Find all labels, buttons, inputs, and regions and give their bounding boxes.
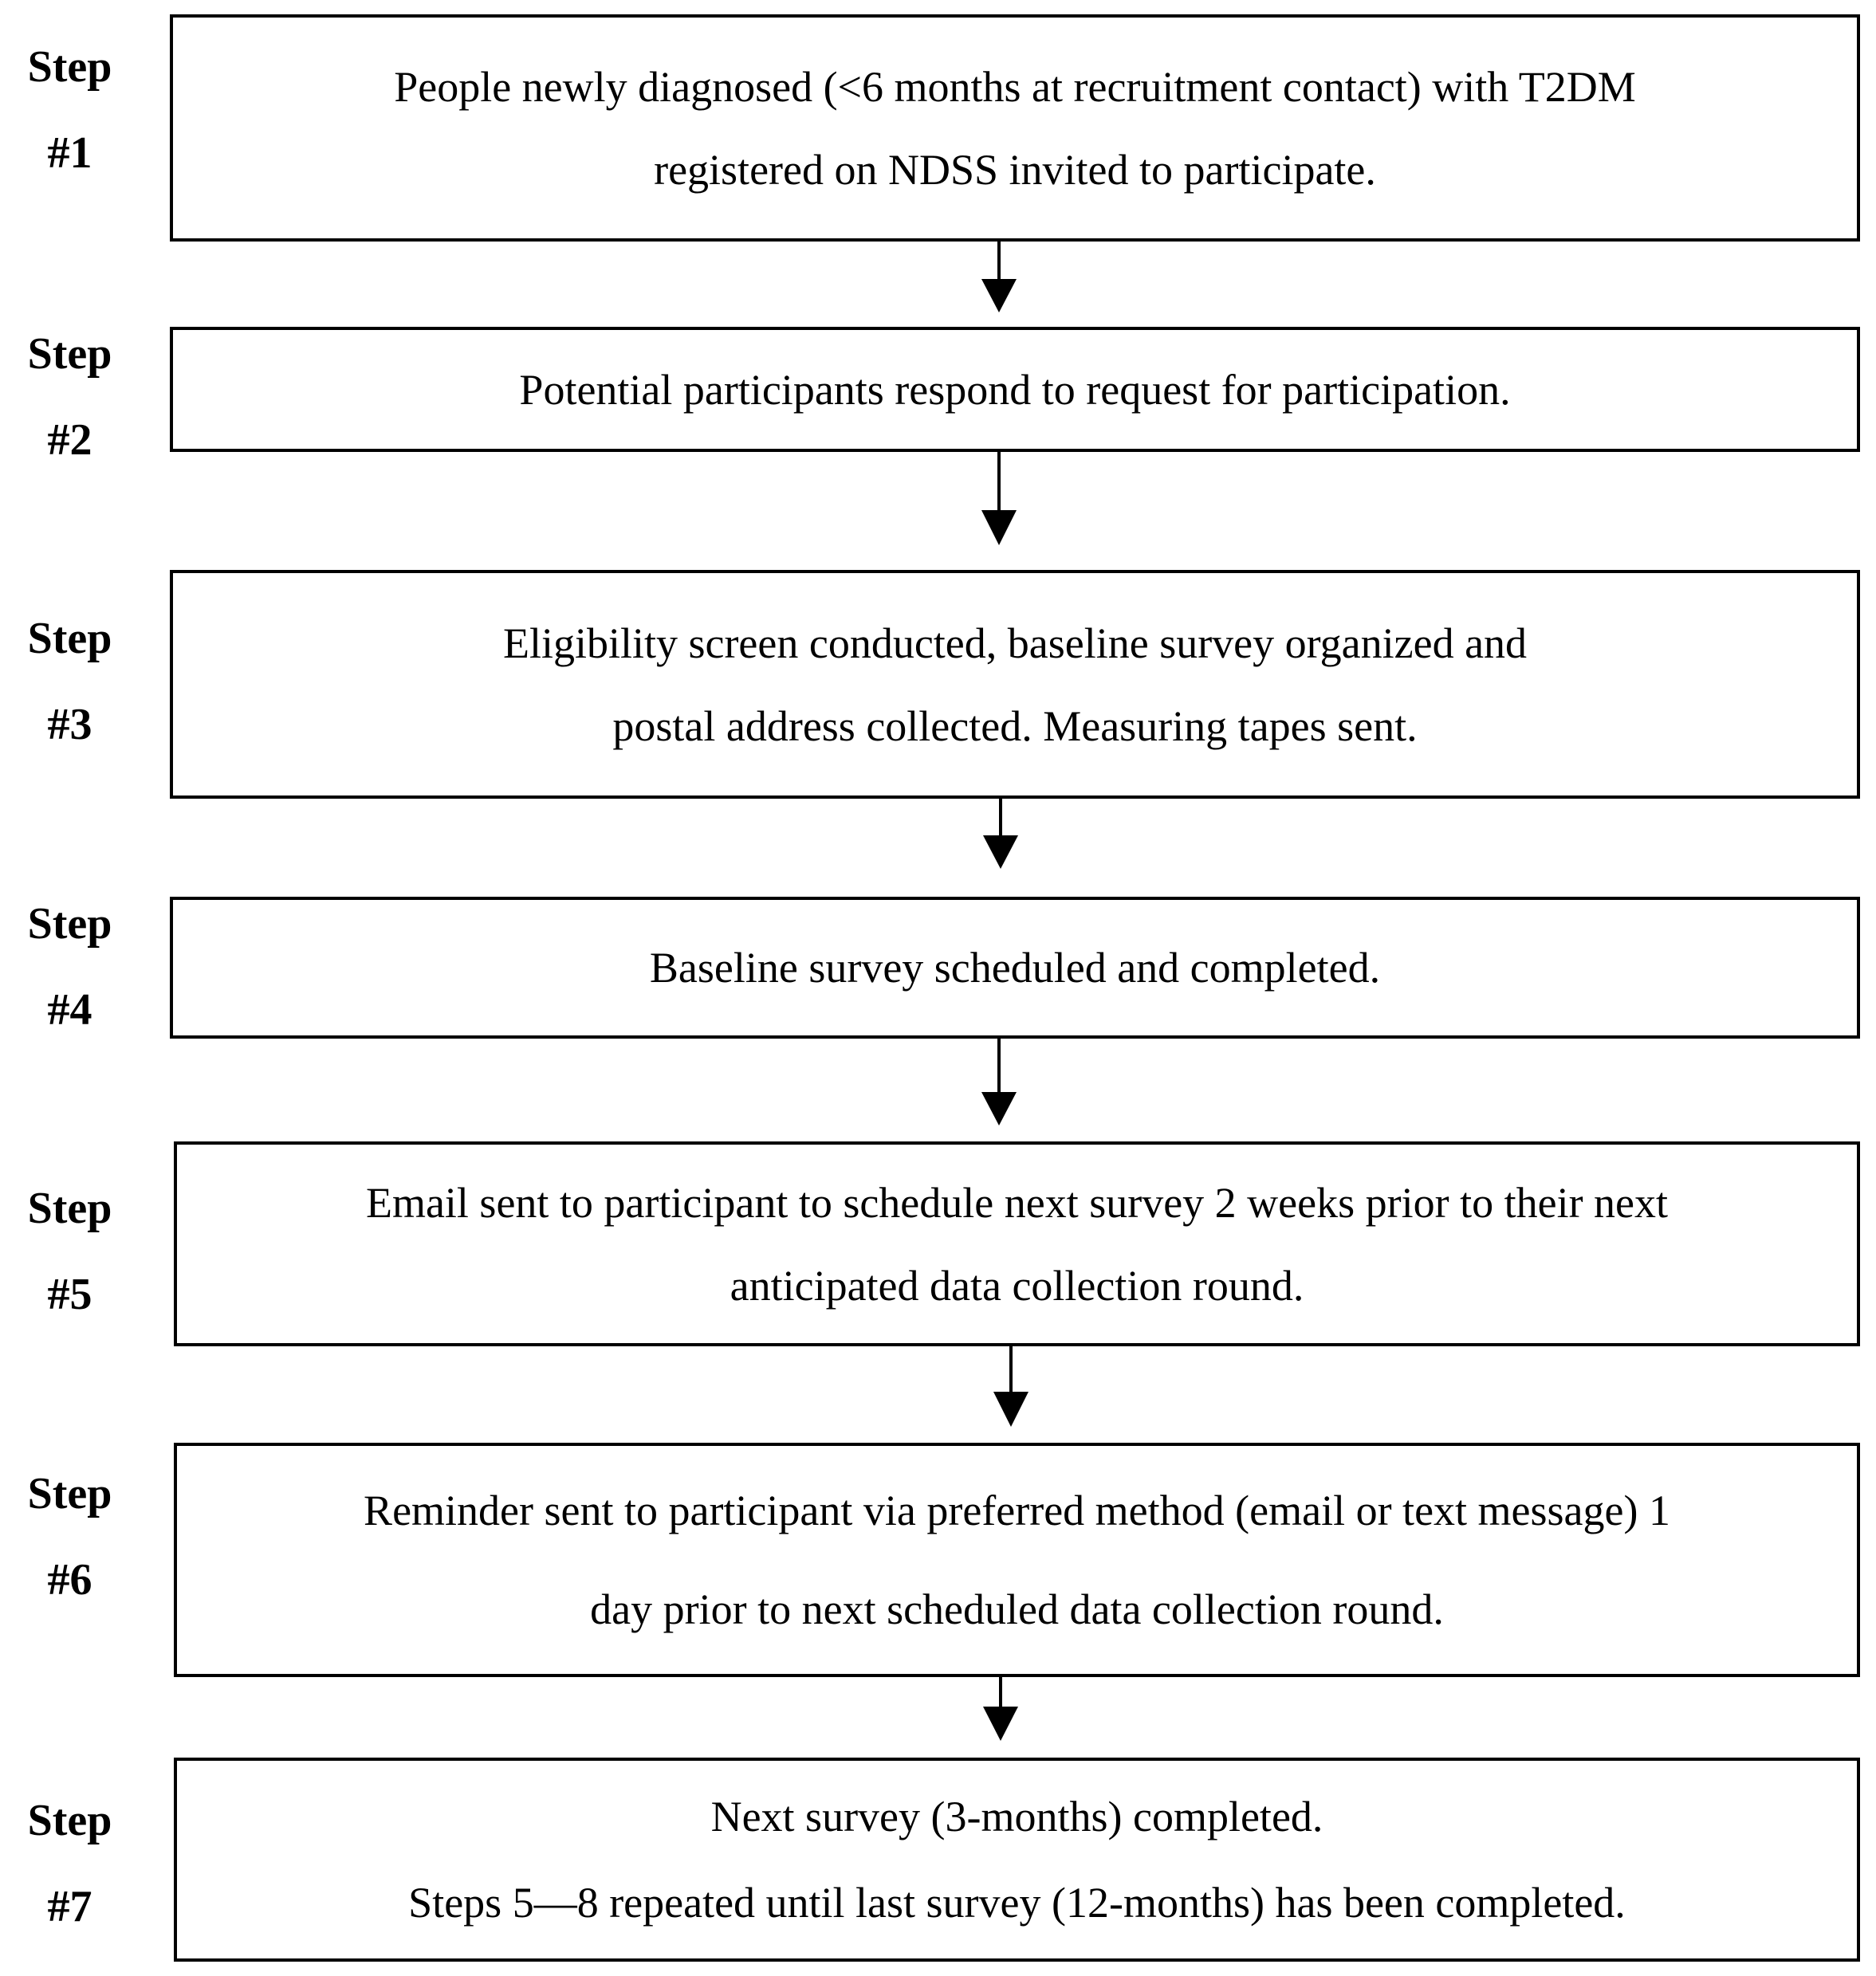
arrow-6-to-7 — [983, 1677, 1018, 1741]
step-4-box: Baseline survey scheduled and completed. — [170, 897, 1860, 1039]
step-2-label-word: Step — [27, 329, 112, 379]
step-6-text-line-2: day prior to next scheduled data collect… — [590, 1585, 1444, 1633]
arrow-1-to-2 — [981, 242, 1017, 312]
step-4-label-number: #4 — [47, 985, 92, 1035]
step-1-label-number: #1 — [47, 128, 92, 178]
step-4-label: Step #4 — [0, 881, 140, 1053]
step-1-label-word: Step — [27, 42, 112, 92]
step-6-text-line-1: Reminder sent to participant via preferr… — [364, 1487, 1670, 1534]
step-1-box: People newly diagnosed (<6 months at rec… — [170, 14, 1860, 242]
arrow-4-to-5 — [981, 1039, 1017, 1125]
step-3-box: Eligibility screen conducted, baseline s… — [170, 570, 1860, 799]
step-3-label: Step #3 — [0, 595, 140, 768]
step-2-text-line-1: Potential participants respond to reques… — [519, 365, 1511, 414]
arrow-5-to-6 — [993, 1346, 1028, 1427]
step-7-box: Next survey (3-months) completed. Steps … — [174, 1758, 1860, 1962]
step-3-label-word: Step — [27, 614, 112, 663]
step-5-label-number: #5 — [47, 1270, 92, 1319]
step-2-label-number: #2 — [47, 415, 92, 465]
step-1-text-line-2: registered on NDSS invited to participat… — [654, 145, 1376, 194]
step-5-label: Step #5 — [0, 1165, 140, 1338]
step-3-label-number: #3 — [47, 700, 92, 749]
step-7-label-word: Step — [27, 1796, 112, 1845]
step-7-label-number: #7 — [47, 1882, 92, 1931]
step-5-label-word: Step — [27, 1184, 112, 1233]
arrow-2-to-3 — [981, 452, 1017, 545]
step-5-text-line-1: Email sent to participant to schedule ne… — [365, 1178, 1669, 1227]
step-6-label-word: Step — [27, 1469, 112, 1518]
step-5-box: Email sent to participant to schedule ne… — [174, 1141, 1860, 1346]
step-6-box: Reminder sent to participant via preferr… — [174, 1443, 1860, 1677]
step-1-text-line-1: People newly diagnosed (<6 months at rec… — [394, 62, 1636, 111]
step-2-box: Potential participants respond to reques… — [170, 327, 1860, 452]
step-6-label-number: #6 — [47, 1555, 92, 1605]
step-7-label: Step #7 — [0, 1778, 140, 1950]
step-7-text-line-2: Steps 5—8 repeated until last survey (12… — [408, 1879, 1626, 1927]
step-1-label: Step #1 — [0, 24, 140, 196]
step-7-text-line-1: Next survey (3-months) completed. — [710, 1793, 1323, 1840]
step-6-label: Step #6 — [0, 1451, 140, 1623]
step-5-text-line-2: anticipated data collection round. — [730, 1261, 1304, 1310]
step-4-text-line-1: Baseline survey scheduled and completed. — [649, 944, 1381, 992]
step-4-label-word: Step — [27, 899, 112, 949]
arrow-3-to-4 — [983, 799, 1018, 869]
step-3-text-line-1: Eligibility screen conducted, baseline s… — [502, 619, 1528, 667]
step-3-text-line-2: postal address collected. Measuring tape… — [612, 701, 1418, 750]
step-2-label: Step #2 — [0, 311, 140, 483]
